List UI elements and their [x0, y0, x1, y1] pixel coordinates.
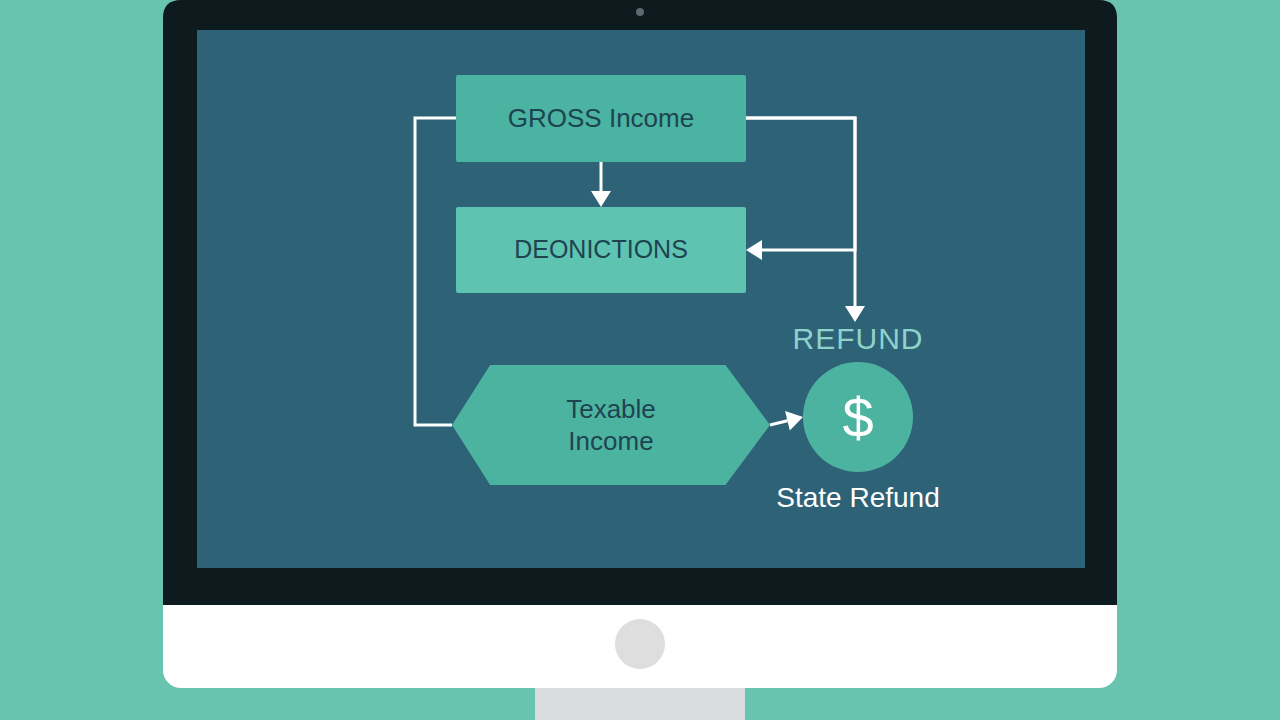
node-label: Texable Income: [536, 393, 686, 458]
arrowhead: [845, 306, 865, 322]
connector-arrow: [746, 118, 865, 322]
node-label: GROSS Income: [501, 102, 701, 135]
hexagon-shape: [452, 365, 770, 485]
process-box: DEONICTIONS: [456, 207, 746, 293]
connector-line: [770, 421, 787, 425]
hexagon-outline: [452, 365, 770, 485]
arrowhead: [785, 411, 803, 430]
monitor-stand: [535, 686, 745, 720]
node-label: DEONICTIONS: [501, 234, 701, 265]
heading-text: REFUND: [792, 322, 923, 356]
dollar-symbol: $: [842, 385, 873, 450]
camera-dot: [636, 8, 644, 16]
connector-line: [600, 162, 603, 192]
connector-line: [746, 118, 855, 250]
connector-arrow: [415, 118, 456, 425]
arrowhead: [746, 240, 762, 260]
refund-circle: REFUND $ State Refund: [776, 322, 939, 514]
connector-arrow: [770, 411, 803, 430]
connector-arrow: [746, 118, 855, 260]
process-box: GROSS Income: [456, 75, 746, 162]
connector-arrow: [591, 162, 611, 208]
monitor-screen: [197, 30, 1085, 568]
connector-line: [746, 118, 855, 306]
dollar-circle: $: [803, 362, 913, 472]
monitor-bezel: [163, 0, 1117, 605]
home-button: [615, 619, 665, 669]
arrowhead: [591, 191, 611, 207]
hexagon-box: Texable Income: [452, 365, 770, 485]
connector-line: [415, 118, 456, 425]
caption-text: State Refund: [776, 482, 939, 514]
